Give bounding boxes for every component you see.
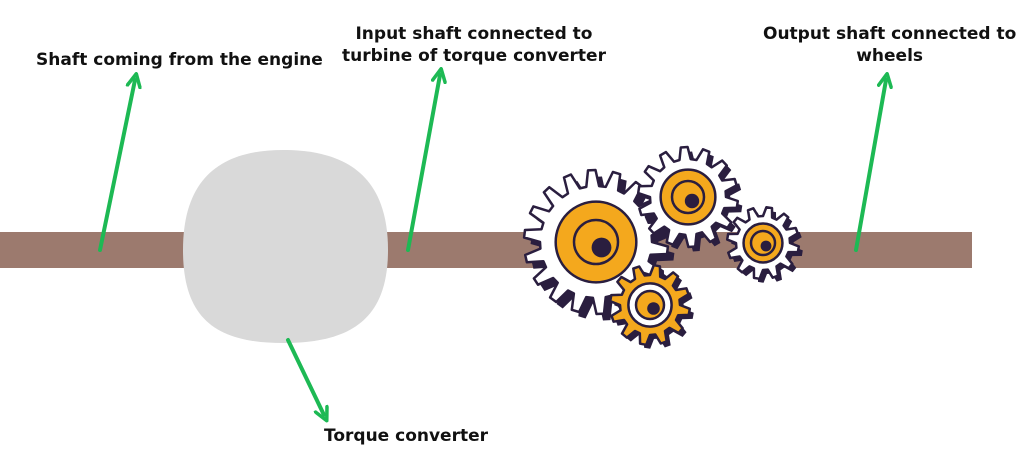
torque-converter-shape [183,150,388,343]
output-shaft-label-line-1: Output shaft connected to [763,24,1017,44]
output-shaft-label-line-2: wheels [856,46,924,66]
arrow-icon [286,338,324,415]
gears-icon [522,145,803,349]
lower-gear-icon [608,263,694,349]
arrow-icon [406,75,440,252]
torque-converter-label: Torque converter [324,425,488,447]
arrow-icon [98,80,135,252]
right-gear-icon [725,205,803,283]
output-shaft-label: Output shaft connected to wheels [763,23,1016,67]
input-shaft-label-line-1: Input shaft connected to [355,24,593,44]
input-shaft-label: Input shaft connected to turbine of torq… [342,23,606,67]
engine-shaft-label: Shaft coming from the engine [36,49,323,71]
gear-axle [684,193,700,209]
gear-axle [760,240,772,252]
gear-axle [647,302,660,315]
torque-converter-label-text: Torque converter [324,426,489,446]
upper-gear-icon [636,145,743,252]
arrow-icon [854,80,886,252]
gear-axle [591,237,612,258]
input-shaft-label-line-2: turbine of torque converter [342,46,606,66]
engine-shaft-label-text: Shaft coming from the engine [36,50,323,70]
shaft [0,232,972,268]
